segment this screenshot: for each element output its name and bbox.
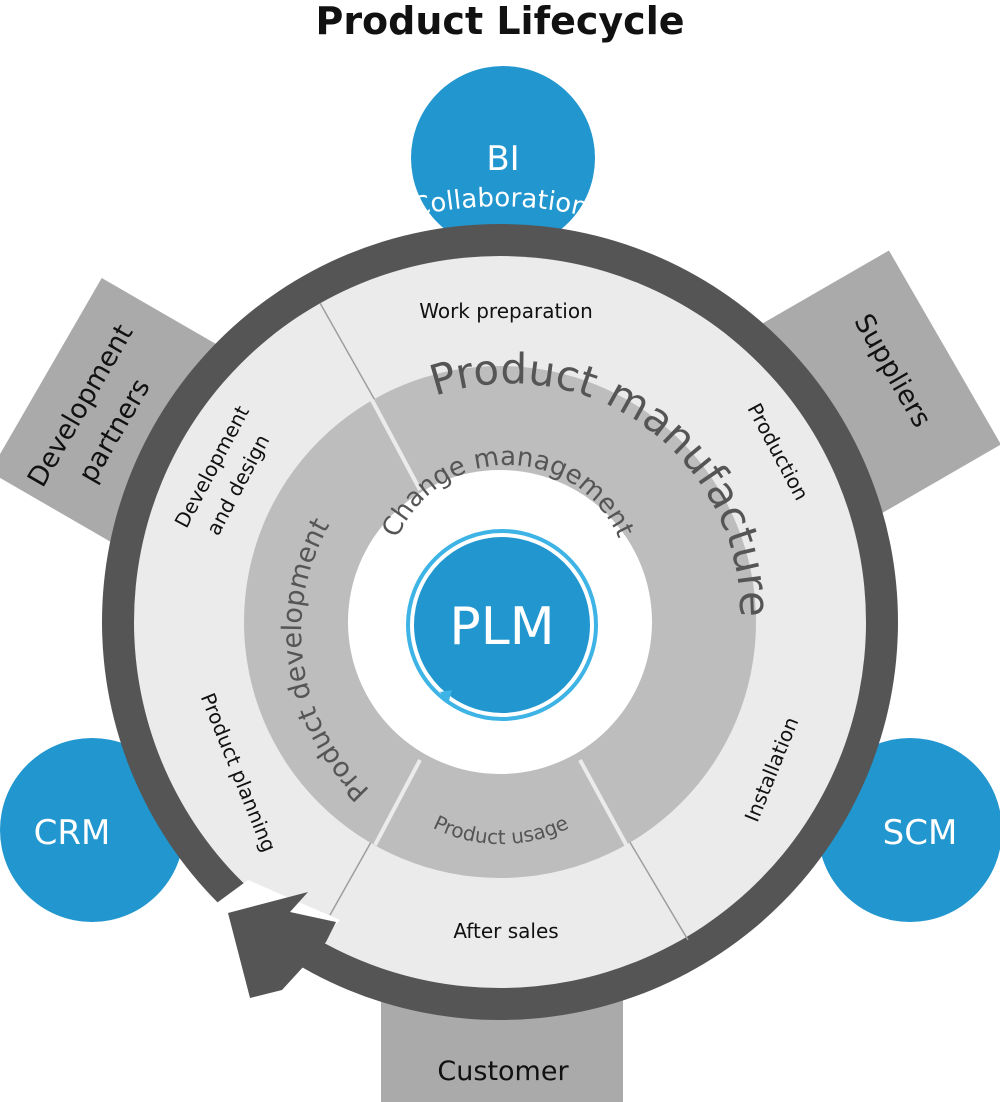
scm-label: SCM <box>883 813 958 853</box>
plm-label: PLM <box>449 597 554 657</box>
core-cycle-arrow <box>440 690 452 704</box>
segment-work-preparation: Work preparation <box>419 299 593 323</box>
segment-after-sales: After sales <box>453 919 558 943</box>
bi-label: BI <box>486 139 519 179</box>
bi-circle: BI <box>411 66 595 250</box>
customer-label: Customer <box>437 1056 569 1087</box>
cycle-arrow-head <box>228 892 336 998</box>
diagram-title: Product Lifecycle <box>315 0 684 43</box>
suppliers-box: Suppliers <box>759 250 1000 520</box>
crm-label: CRM <box>34 813 111 853</box>
plm-core: PLM <box>406 529 598 721</box>
